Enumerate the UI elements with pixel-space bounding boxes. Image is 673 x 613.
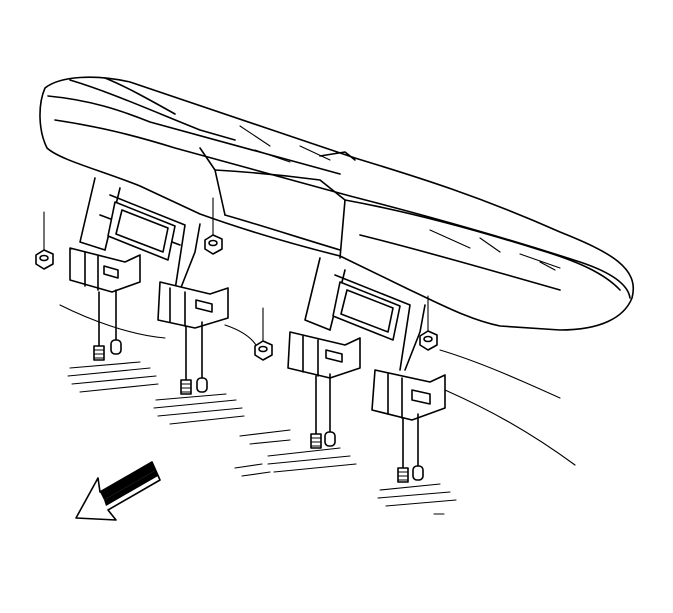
seat-frame-front xyxy=(304,257,426,371)
nut-front-left xyxy=(254,307,273,361)
seat-bracket-rear-right xyxy=(157,281,229,329)
nut-front-right xyxy=(419,295,438,351)
seat-bracket-front-left xyxy=(287,331,361,379)
stud-set-rear-right xyxy=(180,321,208,395)
seat-frame-rear xyxy=(79,177,201,291)
front-direction-arrow xyxy=(75,461,161,521)
seat-cushion xyxy=(39,76,635,331)
stud-set-front-left xyxy=(310,373,336,449)
nut-rear-right xyxy=(204,197,223,255)
stud-set-rear-left xyxy=(93,289,122,361)
seat-bracket-front-right xyxy=(371,369,446,421)
stud-set-front-right xyxy=(397,413,424,483)
seat-bracket-rear-left xyxy=(69,247,141,293)
floor-mounts xyxy=(59,304,576,515)
nut-rear-left xyxy=(35,211,54,270)
